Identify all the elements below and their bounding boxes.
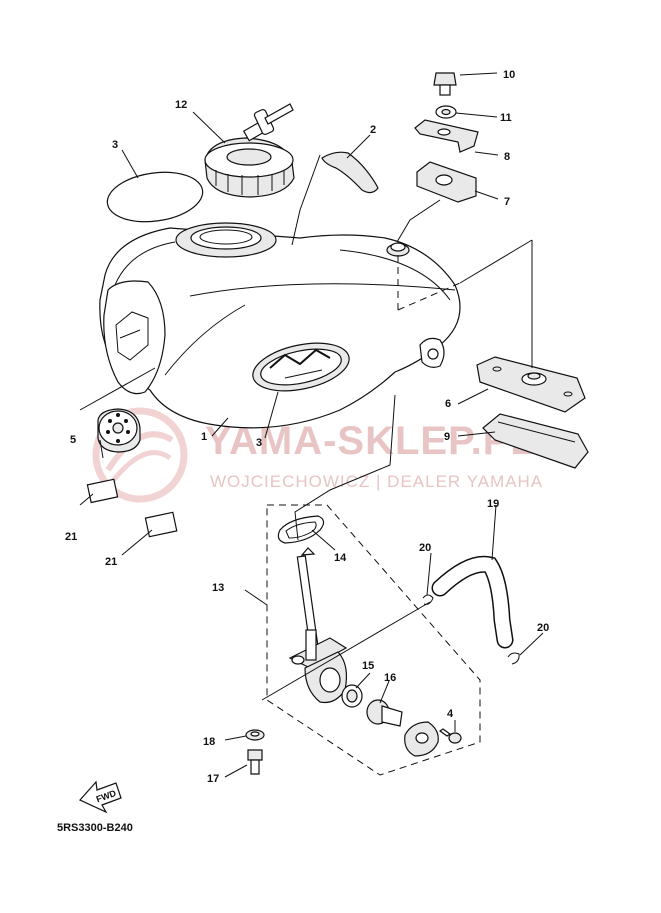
- callout-20b: 20: [537, 622, 549, 634]
- watermark-dealer: WOJCIECHOWICZ | DEALER YAMAHA: [210, 472, 543, 491]
- callout-11: 12: [175, 99, 187, 111]
- sticker-21b: [144, 511, 178, 538]
- callout-5: 6: [445, 398, 451, 410]
- callout-7: 8: [504, 151, 510, 163]
- fuel-tank: [99, 222, 461, 429]
- hose-clip-20a: [422, 594, 434, 605]
- pad-8: [482, 413, 589, 469]
- callout-6: 7: [504, 196, 510, 208]
- callout-1: 1: [201, 431, 207, 443]
- callout-3-emblem: 3: [256, 437, 262, 449]
- callout-4: 5: [70, 434, 76, 446]
- hose-clip-20b: [507, 652, 520, 665]
- collar-7: [414, 119, 479, 153]
- callout-20a: 20: [419, 542, 431, 554]
- diagram-code: 5RS3300-B240: [57, 822, 133, 834]
- bolt-9: [433, 72, 457, 96]
- leader-lines: [79, 72, 544, 778]
- callout-8: 9: [444, 431, 450, 443]
- damper-pad: [321, 151, 379, 194]
- callout-12: 13: [212, 582, 224, 594]
- callout-19: 19: [487, 498, 499, 510]
- callout-21a: 21: [65, 531, 77, 543]
- callout-13: 14: [334, 552, 347, 564]
- bracket-5: [476, 356, 586, 413]
- gasket-13: [277, 515, 325, 544]
- callout-15: 15: [362, 660, 374, 672]
- tank-emblem: [252, 342, 350, 392]
- callout-16: 16: [384, 672, 396, 684]
- watermark: YAMA-SKLEP.PL WOJCIECHOWICZ | DEALER YAM…: [92, 407, 543, 503]
- petcock-group-outline: [266, 504, 481, 776]
- callout-2: 2: [370, 124, 376, 136]
- callout-17: 17: [207, 773, 219, 785]
- cap-gasket: [106, 171, 204, 223]
- filter-4: [97, 408, 141, 453]
- callout-18: 18: [203, 736, 215, 748]
- lever-16: [366, 699, 403, 727]
- damper-6: [416, 161, 477, 203]
- bolt-17: [247, 749, 263, 775]
- sticker-21a: [86, 478, 119, 504]
- callout-10: 11: [500, 112, 512, 124]
- fuel-cap: [204, 103, 295, 198]
- screw-14: [438, 728, 462, 744]
- callout-9: 10: [503, 69, 515, 81]
- callout-14: 4: [447, 708, 454, 720]
- callouts: 10 11 8 7 12 3 2 6 9 5 1 3 21 21 14 13 1…: [65, 69, 549, 785]
- callout-3-gasket: 3: [112, 139, 118, 151]
- fwd-arrow-icon: FWD: [79, 780, 122, 814]
- fuel-cock: [288, 547, 348, 704]
- callout-21b: 21: [105, 556, 117, 568]
